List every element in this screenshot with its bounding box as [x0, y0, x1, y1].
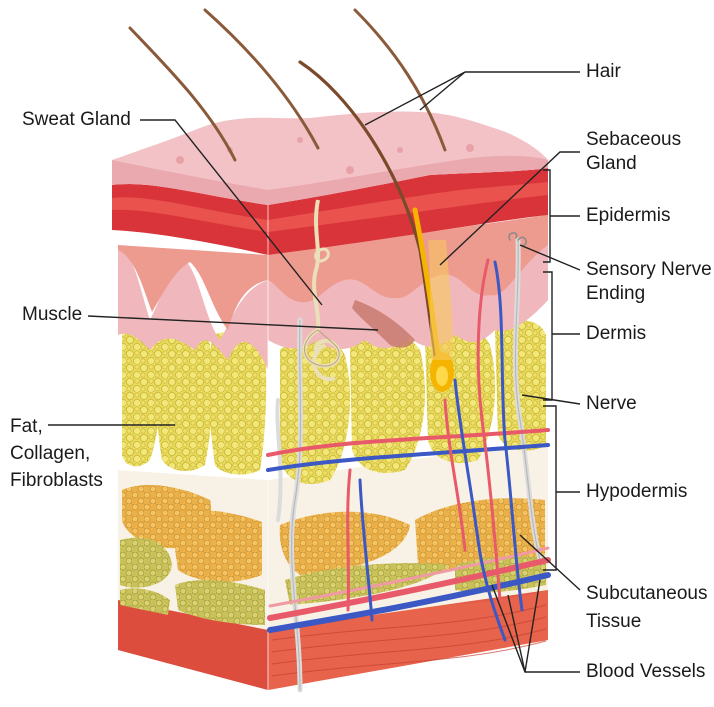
label-sweat-gland: Sweat Gland [22, 108, 131, 132]
skin-block [112, 112, 548, 690]
label-sensory-nerve-ending: Sensory Nerve Ending [586, 258, 712, 306]
label-muscle: Muscle [22, 303, 82, 327]
label-blood-vessels: Blood Vessels [586, 660, 705, 684]
label-subcutaneous-tissue: Subcutaneous Tissue [586, 580, 708, 636]
label-fat-collagen-fibroblasts: Fat, Collagen, Fibroblasts [10, 413, 103, 494]
label-hypodermis: Hypodermis [586, 480, 687, 504]
label-nerve: Nerve [586, 392, 637, 416]
label-dermis: Dermis [586, 322, 646, 346]
label-sebaceous-gland: Sebaceous Gland [586, 128, 681, 176]
label-hair: Hair [586, 60, 621, 84]
label-epidermis: Epidermis [586, 204, 670, 228]
